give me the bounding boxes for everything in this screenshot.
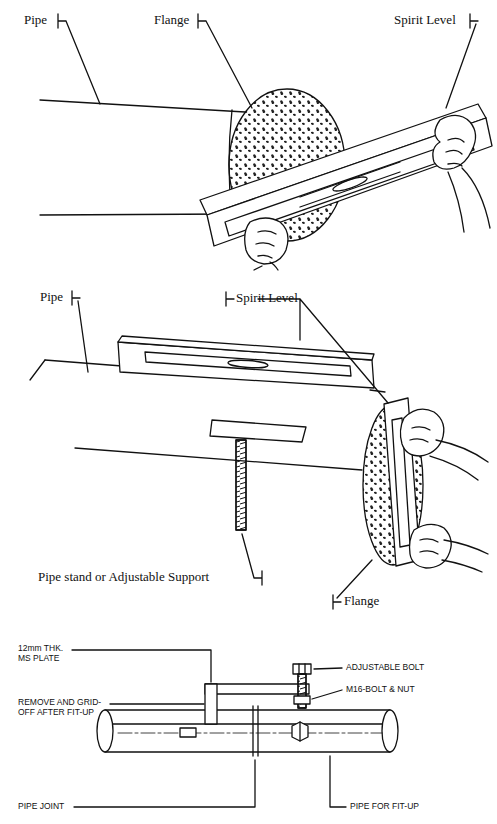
part-label: Flange — [344, 594, 379, 609]
part-label: PIPE JOINT — [18, 802, 64, 812]
part-label: Pipe stand or Adjustable Support — [38, 570, 209, 585]
part-label: Pipe — [24, 13, 47, 28]
part-label: 12mm THK. MS PLATE — [18, 644, 72, 664]
part-label: M16-BOLT & NUT — [346, 685, 415, 695]
part-label: PIPE FOR FIT-UP — [350, 802, 419, 812]
part-label: Flange — [154, 13, 189, 28]
part-label: Spirit Level — [394, 13, 456, 28]
part-label: Pipe — [40, 290, 63, 305]
part-label: REMOVE AND GRID-OFF AFTER FIT-UP — [18, 698, 106, 718]
part-label: Spirit Level — [236, 291, 298, 306]
part-label: ADJUSTABLE BOLT — [346, 663, 424, 673]
